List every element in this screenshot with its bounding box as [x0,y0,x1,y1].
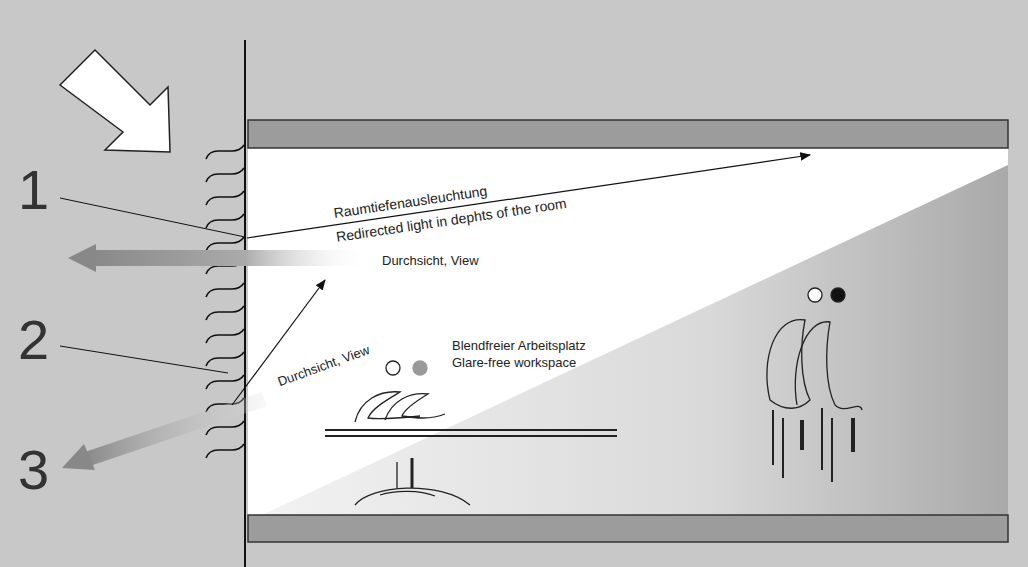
louver-blade [206,352,244,366]
sun-arrow [60,50,170,152]
louver-blade [206,283,244,297]
view-beam [90,250,370,266]
seated-people [325,361,617,505]
view-arrowhead-down [62,444,95,470]
callout-number: 2 [18,312,49,368]
louver-blade [206,214,244,228]
louver-blade [206,375,244,389]
facade-line [244,40,246,567]
floor-slab [248,515,1008,542]
callout-number: 3 [18,442,49,498]
ceiling-slab [248,120,1008,148]
shaded-zone [262,165,1008,515]
louver-blade [206,306,244,320]
view-label: Durchsicht, View [382,254,479,269]
workspace-label: Glare-free workspace [452,356,576,371]
louver-blade [206,329,244,343]
view-beam-down [85,392,267,466]
leader-line [60,198,245,237]
room-interior [248,148,1008,515]
louver-blade [206,444,244,458]
standing-people [767,288,862,482]
louver-blade [206,237,244,251]
louver-blade [206,145,244,159]
louver-blade [206,168,244,182]
reflected-light-arrow [232,280,325,405]
leader-line [60,346,228,373]
louver-blade [206,191,244,205]
redirected-light-arrow [247,155,810,238]
workspace-label: Blendfreier Arbeitsplatz [452,339,586,354]
callout-number: 1 [18,162,49,218]
view-arrowhead [68,244,96,272]
